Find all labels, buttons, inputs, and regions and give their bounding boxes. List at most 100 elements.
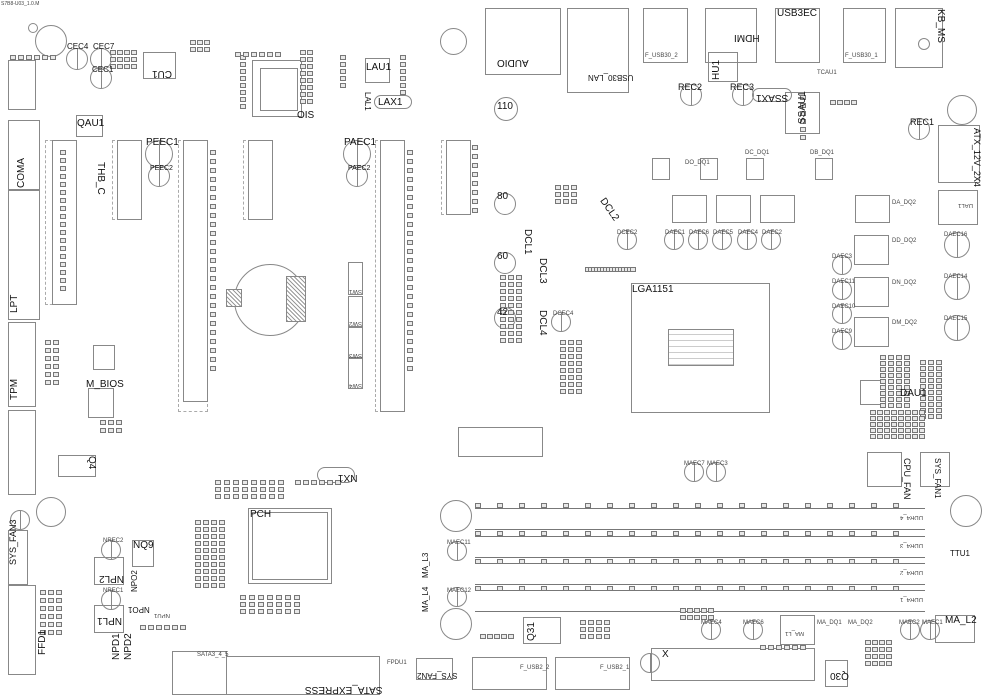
cpu-fan-connector [867, 452, 902, 487]
usb3ec-port [775, 8, 820, 63]
smd-pad [307, 64, 313, 69]
smd-pad [45, 356, 51, 361]
smd-pad [880, 397, 886, 402]
smd-pad [240, 104, 246, 109]
smd-pad [240, 609, 246, 614]
hdmi-port [705, 8, 757, 63]
smd-pad [849, 559, 855, 564]
smd-pad [508, 331, 514, 336]
smd-pad [898, 410, 904, 415]
label-qau1: QAU1 [77, 118, 105, 129]
smd-pad [48, 606, 54, 611]
smd-pad [210, 267, 216, 272]
label-sys-fan3: SYS_FAN3 [8, 519, 18, 565]
smd-pad [407, 177, 413, 182]
smd-pad [651, 559, 657, 564]
smd-pad [215, 480, 221, 485]
smd-pad [784, 645, 790, 650]
smd-pad [211, 520, 217, 525]
smd-pad [307, 85, 313, 90]
label-lga1151: LGA1151 [632, 284, 674, 295]
capacitor [737, 230, 757, 250]
label-ma-l4: MA_L4 [421, 586, 430, 612]
smd-pad [800, 127, 806, 132]
smd-pad [10, 55, 16, 60]
smd-pad [879, 661, 885, 666]
smd-pad [519, 503, 525, 508]
capacitor [832, 304, 852, 324]
capacitor [346, 165, 368, 187]
smd-pad [240, 602, 246, 607]
smd-pad [240, 595, 246, 600]
lga1151-socket [631, 283, 770, 413]
smd-pad [896, 361, 902, 366]
smd-pad [588, 627, 594, 632]
label-dn-dq2: DN_DQ2 [892, 280, 917, 286]
label-maec1: MAEC1 [922, 620, 943, 626]
sw3-block [348, 327, 363, 358]
smd-pad [195, 548, 201, 553]
smd-pad [60, 174, 66, 179]
smd-pad [407, 186, 413, 191]
smd-pad [407, 159, 413, 164]
smd-pad [576, 368, 582, 373]
smd-pad [695, 559, 701, 564]
label-nrec1: NREC1 [103, 588, 124, 594]
smd-pad [568, 340, 574, 345]
mounting-hole [440, 500, 472, 532]
ma-l1-inductor [780, 615, 815, 645]
vrm-inductor [855, 195, 890, 223]
smd-pad [300, 50, 306, 55]
smd-pad [215, 487, 221, 492]
smd-pad [211, 548, 217, 553]
smd-pad [560, 340, 566, 345]
smd-pad [267, 52, 273, 57]
smd-pad [905, 428, 911, 433]
smd-pad [717, 586, 723, 591]
smd-pad [904, 355, 910, 360]
f-usb2-connector [555, 657, 630, 690]
smd-pad [269, 480, 275, 485]
smd-pad [687, 615, 693, 620]
smd-pad [40, 606, 46, 611]
label-kb-ms: KB_MS [935, 9, 946, 43]
label-sata3-4-5: SATA3_4_5 [197, 652, 229, 658]
mounting-hole [440, 28, 467, 55]
label-do-dq1: DO_DQ1 [685, 160, 710, 166]
label-dcec2: DCEC2 [617, 230, 638, 236]
smd-pad [40, 590, 46, 595]
smd-pad [920, 372, 926, 377]
smd-pad [519, 586, 525, 591]
smd-pad [475, 586, 481, 591]
label-nq9: NQ9 [133, 540, 154, 551]
smd-pad [285, 602, 291, 607]
smd-pad [60, 166, 66, 171]
smd-pad [928, 384, 934, 389]
smd-pad [210, 330, 216, 335]
label-npu1: NPU1 [154, 612, 171, 618]
smd-pad [936, 366, 942, 371]
smd-pad [407, 312, 413, 317]
smd-pad [904, 361, 910, 366]
smd-pad [40, 630, 46, 635]
smd-pad [195, 555, 201, 560]
label-maec6: MAEC6 [743, 620, 764, 626]
smd-pad [568, 375, 574, 380]
smd-pad [936, 372, 942, 377]
smd-pad [560, 382, 566, 387]
smd-pad [555, 185, 561, 190]
label-dm-dq2: DM_DQ2 [892, 320, 918, 326]
smd-pad [211, 534, 217, 539]
usb-port [843, 8, 886, 63]
smd-pad [800, 111, 806, 116]
smd-pad [400, 76, 406, 81]
smd-pad [110, 64, 116, 69]
label-daec6: DAEC6 [689, 230, 710, 236]
mosfet [746, 158, 764, 180]
smd-pad [285, 595, 291, 600]
cpu-capacitor-array [668, 329, 734, 366]
smd-pad [928, 390, 934, 395]
smd-pad [203, 527, 209, 532]
smd-pad [904, 391, 910, 396]
smd-pad [156, 625, 162, 630]
